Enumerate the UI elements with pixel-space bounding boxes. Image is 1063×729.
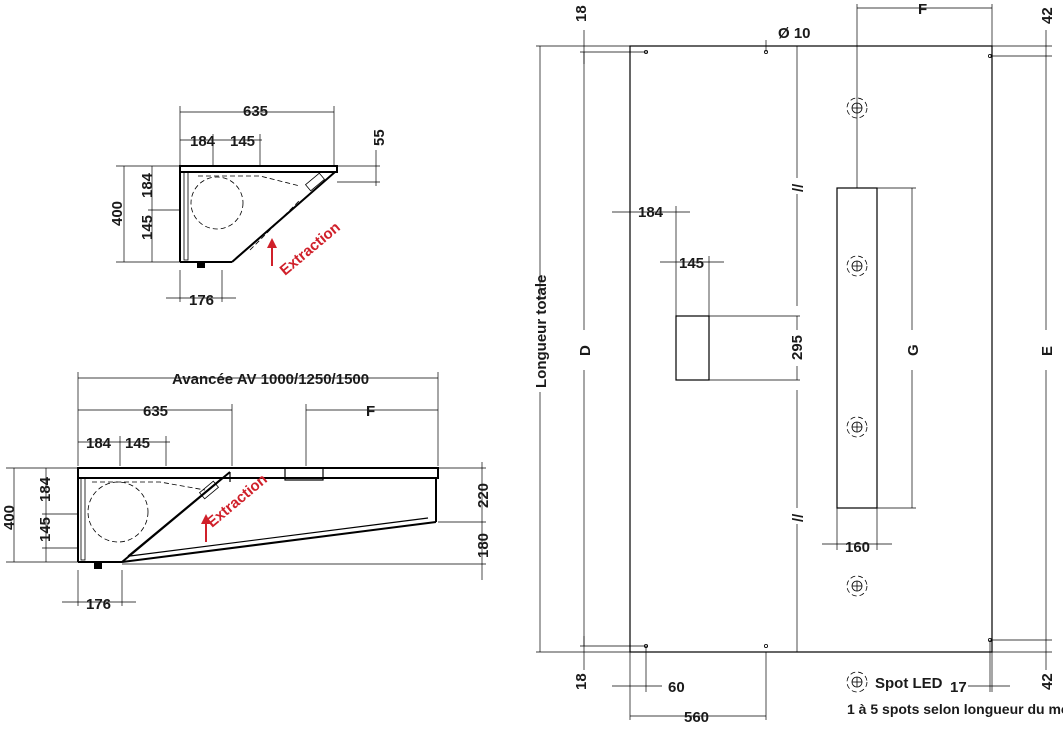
label-295: 295 xyxy=(789,335,806,360)
label-42-top: 42 xyxy=(1039,7,1056,24)
label-G: G xyxy=(905,344,922,356)
label-635-bottom: 635 xyxy=(143,403,168,420)
spot-led-icon xyxy=(846,575,868,597)
top-section-housing xyxy=(179,165,338,268)
label-diameter: Ø 10 xyxy=(778,25,811,42)
label-longueur-totale: Longueur totale xyxy=(533,275,550,388)
break-mark: // xyxy=(790,513,807,522)
break-mark: // xyxy=(790,183,807,192)
label-42-bottom: 42 xyxy=(1039,673,1056,690)
label-55-top: 55 xyxy=(371,129,388,146)
plan-dimensions xyxy=(539,4,1047,720)
label-635-top: 635 xyxy=(243,103,268,120)
bottom-section-housing xyxy=(77,467,439,569)
plan-view: 18 Ø 10 F 42 184 145 295 Longueur totale… xyxy=(533,1,1063,726)
label-176-bottom: 176 xyxy=(86,596,111,613)
label-220-bottom: 220 xyxy=(475,483,492,508)
label-60: 60 xyxy=(668,679,685,696)
plan-spots xyxy=(846,97,868,597)
label-F-plan: F xyxy=(918,1,927,18)
label-E: E xyxy=(1039,346,1056,356)
label-560: 560 xyxy=(684,709,709,726)
label-extraction-top: Extraction xyxy=(277,219,344,279)
bottom-section-view: Avancée AV 1000/1250/1500 635 F 184 145 … xyxy=(1,371,492,613)
label-145v-bottom: 145 xyxy=(37,517,54,542)
label-17: 17 xyxy=(950,679,967,696)
label-184-bottom: 184 xyxy=(86,435,112,452)
label-145v-top: 145 xyxy=(139,215,156,240)
label-avancee-title: Avancée AV 1000/1250/1500 xyxy=(172,371,369,388)
top-section-view: 635 184 145 55 400 184 145 176 Extractio… xyxy=(109,103,388,309)
bottom-section-labels: Avancée AV 1000/1250/1500 635 F 184 145 … xyxy=(1,371,492,613)
top-section-dimensions xyxy=(116,106,380,302)
label-160: 160 xyxy=(845,539,870,556)
label-400-top: 400 xyxy=(109,201,126,226)
label-18-top: 18 xyxy=(573,5,590,22)
legend-note: 1 à 5 spots selon longueur du module xyxy=(847,701,1063,717)
label-184v-bottom: 184 xyxy=(37,476,54,502)
spot-led-icon xyxy=(846,671,868,693)
legend: Spot LED 1 à 5 spots selon longueur du m… xyxy=(846,671,1063,717)
label-18-bottom: 18 xyxy=(573,673,590,690)
spot-led-icon xyxy=(846,416,868,438)
label-176-top: 176 xyxy=(189,292,214,309)
label-F-bottom: F xyxy=(366,403,375,420)
top-section-labels: 635 184 145 55 400 184 145 176 Extractio… xyxy=(109,103,388,309)
label-180-bottom: 180 xyxy=(475,533,492,558)
label-184-plan: 184 xyxy=(638,204,664,221)
label-D: D xyxy=(577,345,594,356)
bottom-section-dimensions xyxy=(6,372,486,606)
label-184-top: 184 xyxy=(190,133,216,150)
plan-labels: 18 Ø 10 F 42 184 145 295 Longueur totale… xyxy=(533,1,1056,726)
label-extraction-bottom: Extraction xyxy=(204,471,271,531)
label-400-bottom: 400 xyxy=(1,505,18,530)
spot-led-icon xyxy=(846,255,868,277)
legend-label: Spot LED xyxy=(875,675,943,692)
label-145-plan: 145 xyxy=(679,255,704,272)
label-145-top: 145 xyxy=(230,133,255,150)
label-184v-top: 184 xyxy=(139,172,156,198)
label-145-bottom: 145 xyxy=(125,435,150,452)
